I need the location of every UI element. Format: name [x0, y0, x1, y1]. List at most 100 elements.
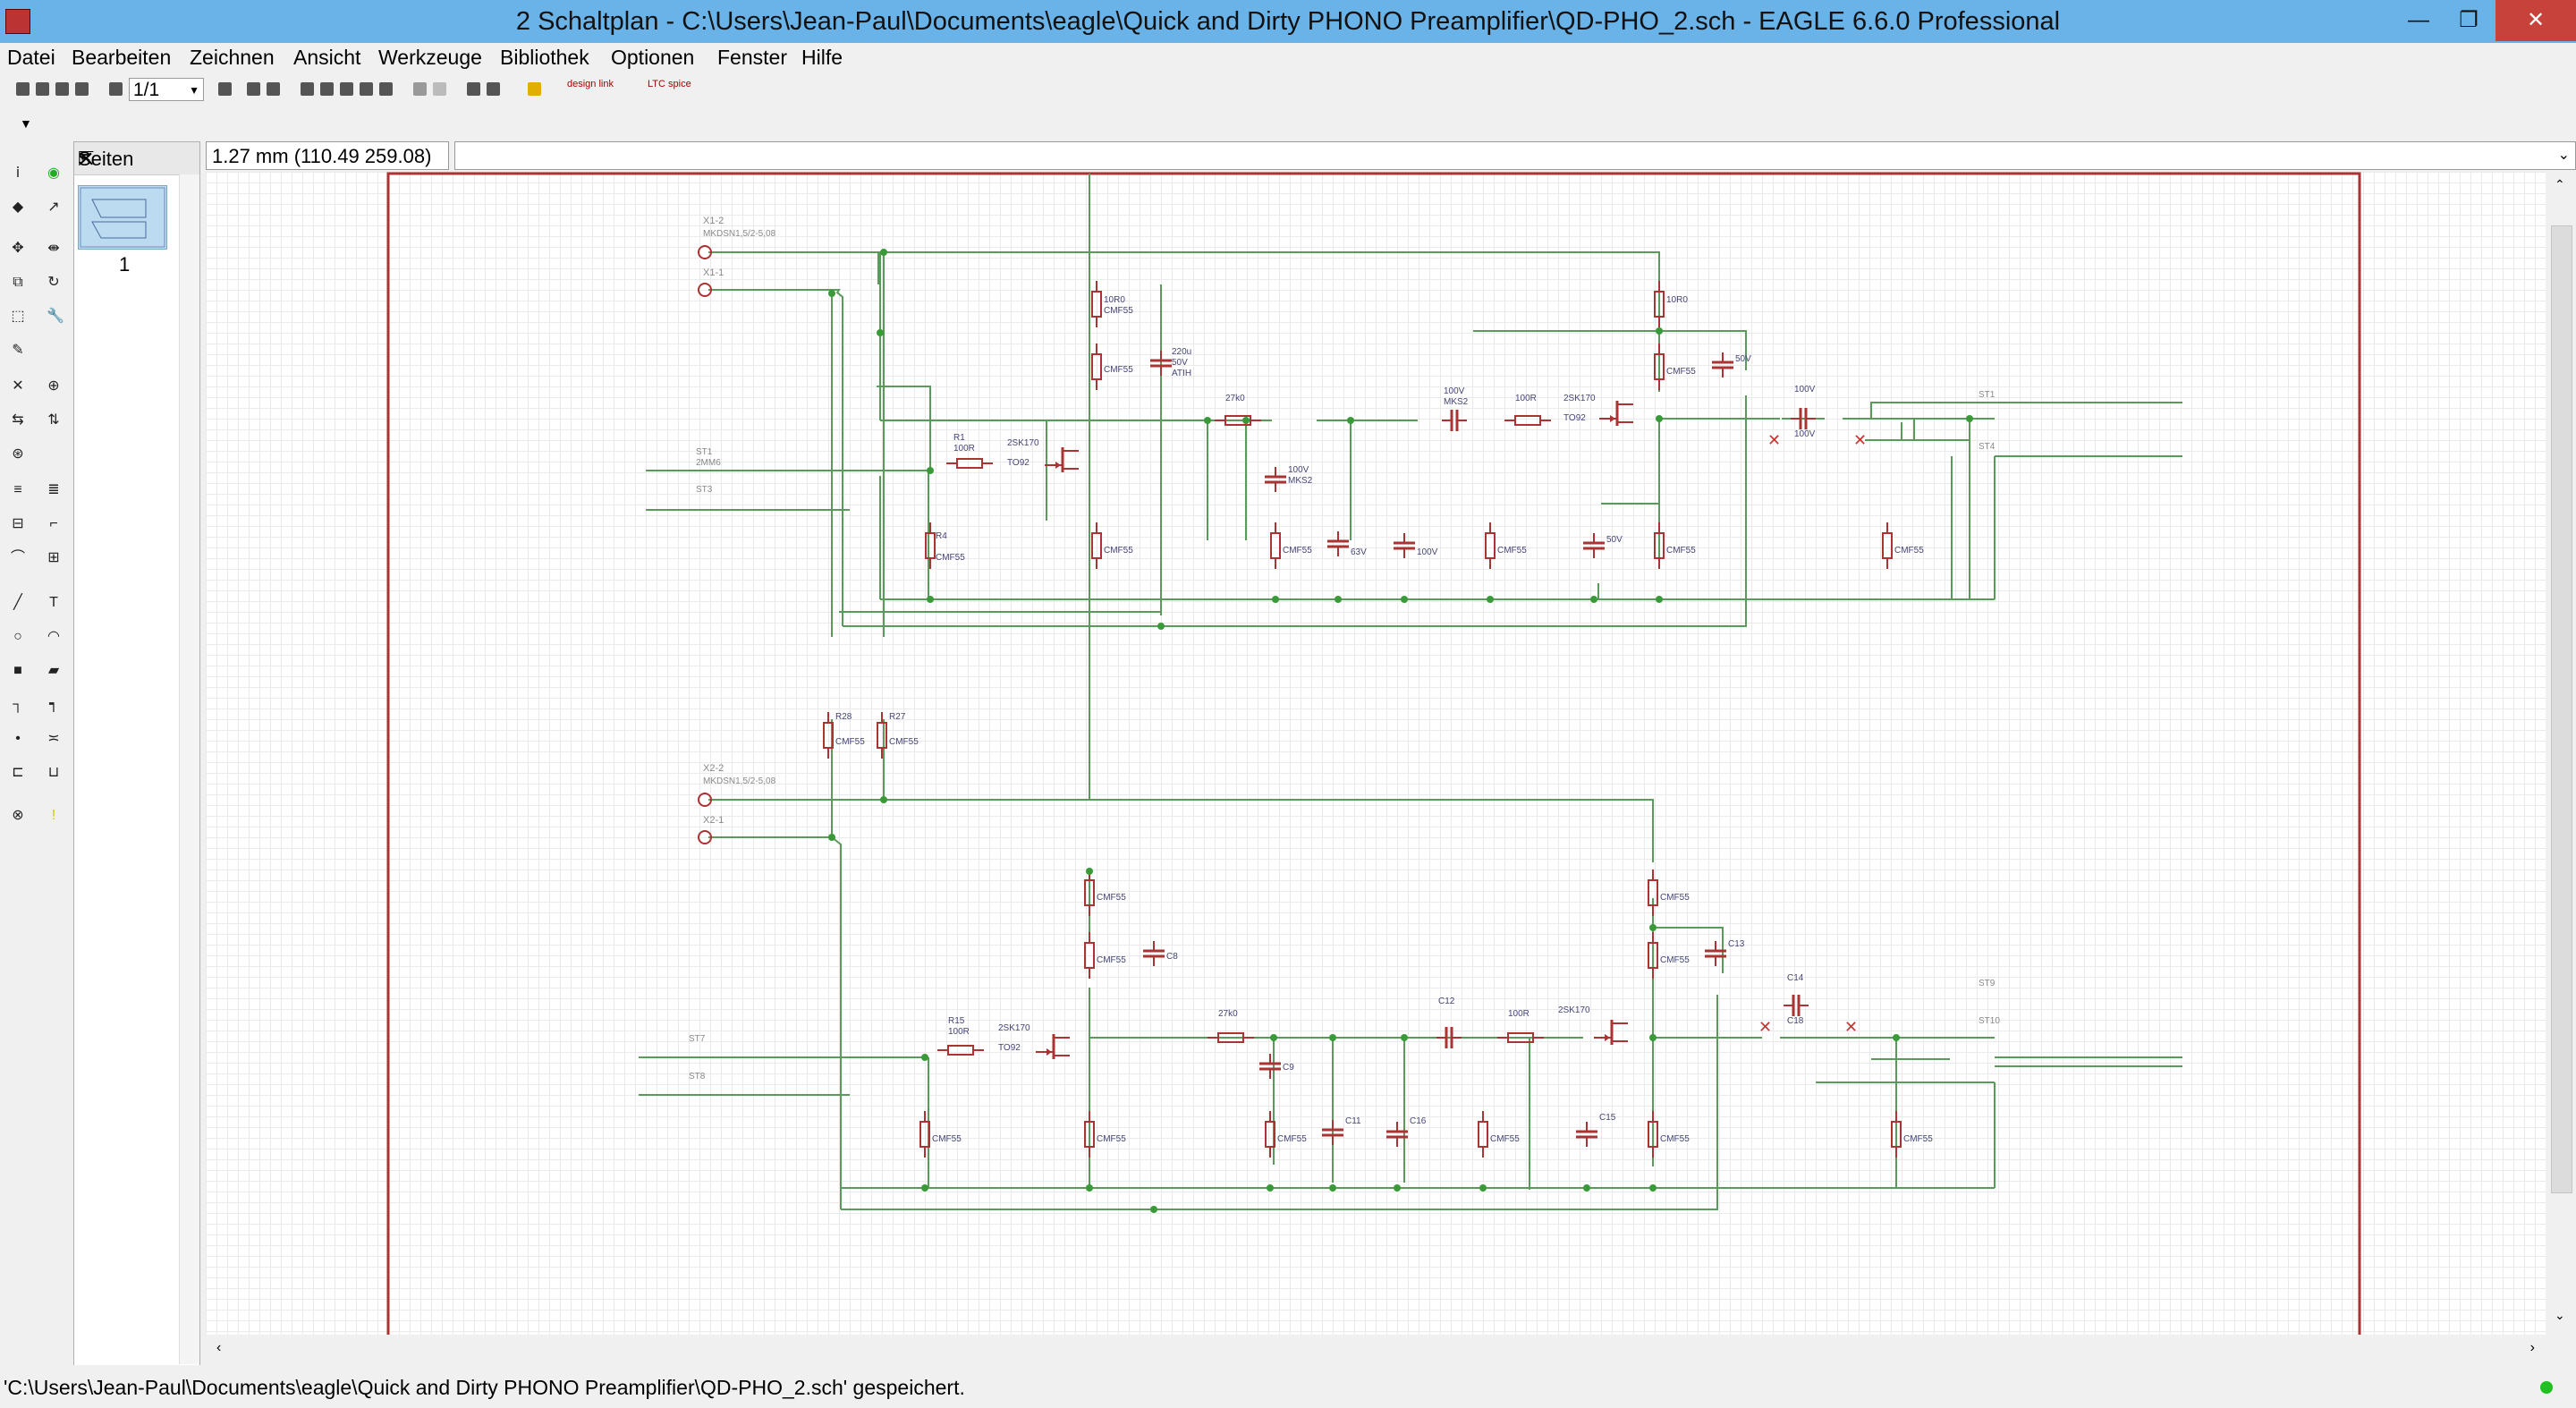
stop-icon[interactable] [467, 82, 480, 96]
cam-icon[interactable] [75, 82, 89, 96]
paste-icon[interactable]: ✎ [12, 343, 24, 358]
label-r7-type: CMF55 [1283, 546, 1312, 556]
label-c8: C8 [1166, 952, 1178, 962]
page-thumbnail[interactable] [78, 185, 167, 250]
split-icon[interactable]: ⊟ [12, 516, 24, 531]
menu-werkzeuge[interactable]: Werkzeuge [378, 46, 482, 69]
label-r10-type: CMF55 [1666, 546, 1696, 556]
label-st1: ST1 [696, 447, 713, 457]
open-icon[interactable] [16, 82, 30, 96]
connector-x2: X2-2 MKDSN1,5/2-5,08 X2-1 [698, 763, 776, 844]
display-icon[interactable]: ◆ [12, 199, 24, 215]
info-icon[interactable]: ⅰ [15, 165, 21, 181]
gate-swap-icon[interactable]: ⊞ [47, 550, 60, 565]
label-r15-value: 100R [948, 1027, 970, 1037]
close-button[interactable]: ✕ [2496, 0, 2576, 41]
change-icon[interactable]: 🔧 [47, 309, 64, 324]
zoom-out-icon[interactable] [340, 82, 353, 96]
scrollbar-thumb[interactable] [2551, 225, 2572, 1193]
circle-icon[interactable]: ○ [13, 629, 22, 644]
move-icon[interactable]: ✥ [12, 241, 24, 256]
zoom-redraw-icon[interactable] [360, 82, 373, 96]
zoom-fit-icon[interactable] [301, 82, 314, 96]
delete-icon[interactable]: ✕ [12, 378, 24, 394]
replace-icon[interactable]: ⇅ [47, 412, 60, 428]
chevron-down-icon[interactable]: ⌄ [2557, 148, 2570, 163]
sheet-select[interactable]: 1/1▼ [129, 78, 204, 101]
minimize-button[interactable]: — [2408, 8, 2429, 32]
help-icon[interactable] [528, 82, 541, 96]
pin-icon[interactable]: ⇱ [78, 148, 95, 170]
script-icon[interactable] [218, 82, 232, 96]
scroll-down-icon[interactable]: ⌄ [2555, 1308, 2565, 1322]
label-c3-type: MKS2 [1444, 397, 1469, 407]
optimize-icon[interactable]: ⌒ [11, 550, 26, 565]
scroll-right-icon[interactable]: › [2529, 1340, 2535, 1355]
menu-bibliothek[interactable]: Bibliothek [500, 46, 589, 69]
label-st4: ST4 [1979, 442, 1996, 452]
menu-datei[interactable]: Datei [7, 46, 55, 69]
chevron-down-icon[interactable]: ▼ [20, 116, 32, 131]
save-icon[interactable] [36, 82, 49, 96]
undo-icon[interactable] [413, 82, 427, 96]
restore-button[interactable]: ❐ [2459, 8, 2479, 32]
copy-icon[interactable]: ⧉ [13, 275, 23, 290]
label-c6-rating: 50V [1606, 535, 1623, 545]
board-switch-icon[interactable] [109, 82, 123, 96]
menu-hilfe[interactable]: Hilfe [801, 46, 843, 69]
arc-icon[interactable]: ◠ [47, 629, 60, 644]
erc-icon[interactable]: ⊗ [12, 808, 24, 823]
vertical-scrollbar[interactable]: ⌃ ⌄ [2546, 172, 2576, 1335]
chevron-down-icon: ▼ [189, 84, 199, 97]
add-icon[interactable]: ⊕ [47, 378, 60, 394]
run-ulp2-icon[interactable] [267, 82, 280, 96]
text-icon[interactable]: T [49, 595, 58, 610]
pinswap-icon[interactable]: ⇆ [12, 412, 24, 428]
menu-optionen[interactable]: Optionen [611, 46, 695, 69]
ltc-spice-button[interactable]: LTC spice [648, 79, 691, 89]
scroll-left-icon[interactable]: ‹ [216, 1340, 222, 1355]
schematic-canvas[interactable]: X1-2 MKDSN1,5/2-5,08 X1-1 X2-2 MKDSN1,5/… [206, 172, 2546, 1335]
go-icon[interactable] [487, 82, 500, 96]
print-icon[interactable] [55, 82, 69, 96]
zoom-in-icon[interactable] [320, 82, 334, 96]
attribute-icon[interactable]: ⊏ [12, 765, 24, 780]
label-y3-package: TO92 [998, 1043, 1021, 1053]
name-icon[interactable]: ⊛ [12, 446, 24, 462]
label-icon[interactable]: ≍ [47, 731, 60, 746]
redo-icon[interactable] [433, 82, 446, 96]
net-icon[interactable]: ┑ [49, 697, 58, 712]
group-icon[interactable]: ⬚ [11, 309, 25, 324]
command-line-input[interactable]: ⌄ [454, 141, 2576, 170]
menu-bearbeiten[interactable]: Bearbeiten [72, 46, 172, 69]
close-icon[interactable]: ✕ [78, 148, 95, 170]
zoom-select-icon[interactable] [379, 82, 393, 96]
rect-icon[interactable]: ■ [13, 663, 22, 678]
horizontal-scrollbar[interactable]: ‹ › [206, 1335, 2546, 1365]
label-r18-type: CMF55 [1097, 893, 1126, 903]
menu-fenster[interactable]: Fenster [717, 46, 787, 69]
rotate-icon[interactable]: ↻ [47, 275, 60, 290]
sheet-frame [386, 172, 2361, 1335]
label-r13-type: CMF55 [1894, 546, 1924, 556]
run-ulp-icon[interactable] [247, 82, 260, 96]
junction-icon[interactable]: • [15, 731, 21, 746]
wire-icon[interactable]: ╱ [13, 595, 22, 610]
smash-icon[interactable]: ≣ [47, 482, 60, 497]
pages-scrollbar[interactable] [179, 174, 199, 1364]
menu-zeichnen[interactable]: Zeichnen [190, 46, 275, 69]
polygon-icon[interactable]: ▰ [47, 663, 60, 678]
errors-icon[interactable]: ! [51, 808, 56, 823]
value-icon[interactable]: ≡ [13, 482, 22, 497]
bus-icon[interactable]: ┐ [13, 697, 23, 712]
mirror-icon[interactable]: ⇼ [47, 241, 60, 256]
menu-ansicht[interactable]: Ansicht [293, 46, 361, 69]
label-c7-rating: 100V [1417, 547, 1438, 557]
mark-icon[interactable]: ↗ [47, 199, 60, 215]
design-link-button[interactable]: design link [567, 79, 614, 89]
scroll-up-icon[interactable]: ⌃ [2555, 177, 2565, 191]
frame-icon[interactable]: ⊔ [47, 765, 60, 780]
miter-icon[interactable]: ⌐ [49, 516, 58, 531]
show-icon[interactable]: ◉ [47, 165, 60, 181]
label-c9: C9 [1283, 1063, 1294, 1073]
